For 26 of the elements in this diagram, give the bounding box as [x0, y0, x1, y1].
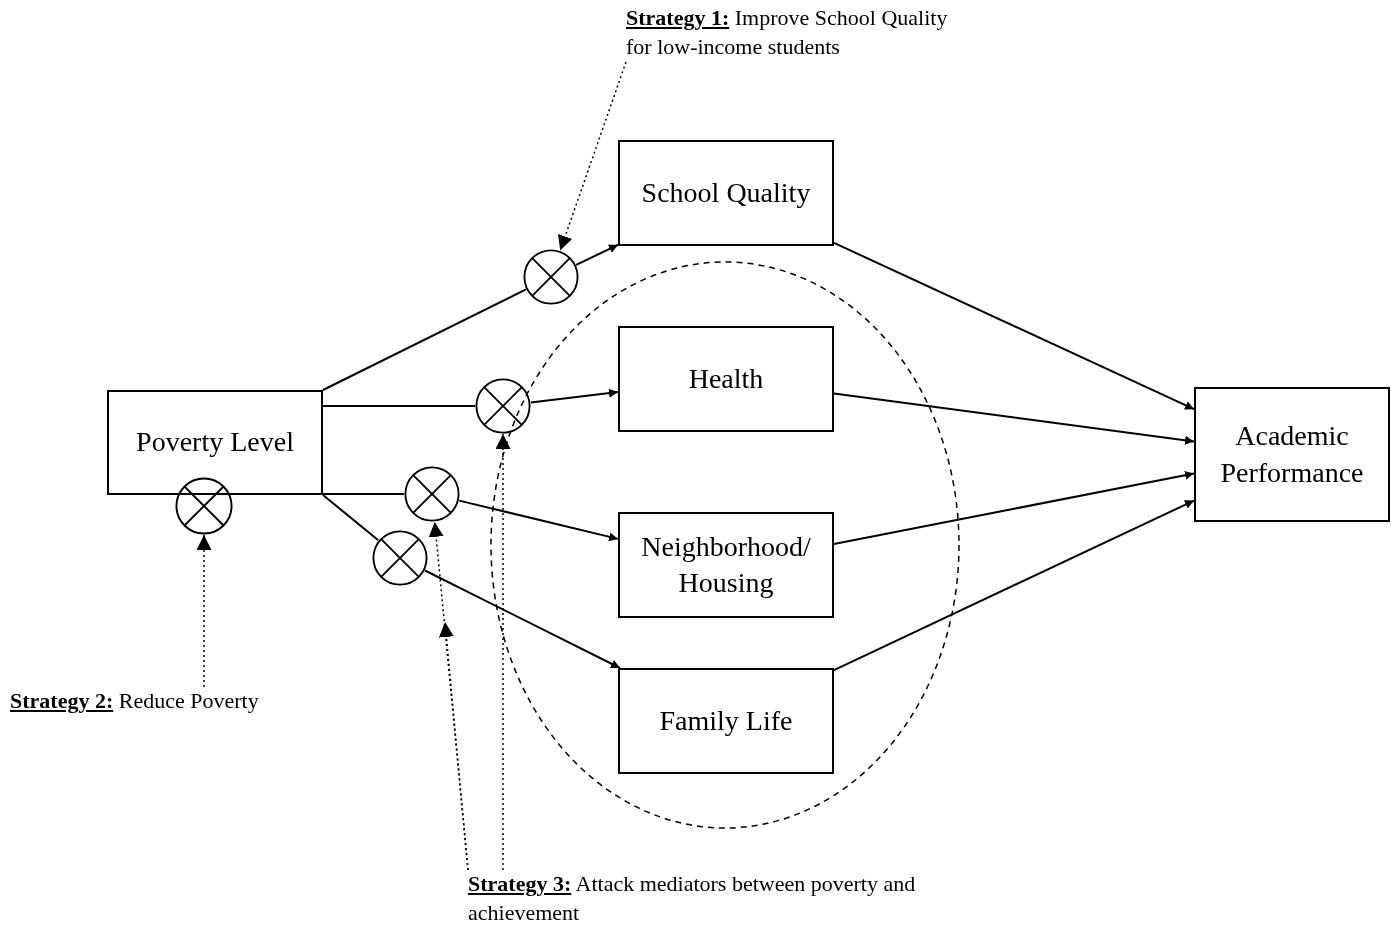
variable-box: Academic Performance	[1194, 387, 1390, 522]
annotation-text: Strategy 3: Attack mediators between poverty and achievement	[468, 870, 988, 928]
variable-box: School Quality	[618, 140, 834, 246]
leader-line	[196, 534, 212, 688]
arrow	[833, 499, 1195, 672]
arrow	[833, 470, 1195, 545]
variable-box: Family Life	[618, 668, 834, 774]
intervention-circle	[372, 530, 428, 586]
leader-line	[438, 621, 469, 871]
annotation-text: Strategy 2: Reduce Poverty	[10, 687, 330, 716]
intervention-circle	[404, 466, 460, 522]
annotation-text: Strategy 1: Improve School Quality for low-income students	[626, 4, 976, 62]
leader-line	[495, 433, 511, 871]
arrow	[833, 392, 1195, 445]
arrow	[575, 243, 619, 266]
variable-box: Health	[618, 326, 834, 432]
leader-line	[558, 61, 627, 252]
intervention-circle	[175, 477, 233, 535]
arrow	[458, 499, 619, 542]
arrow	[424, 569, 621, 669]
intervention-circle	[523, 249, 579, 305]
variable-box: Poverty Level	[107, 390, 323, 495]
arrow	[529, 388, 619, 404]
arrow	[833, 241, 1195, 411]
intervention-circle	[475, 378, 531, 434]
variable-box: Neighborhood/ Housing	[618, 512, 834, 618]
